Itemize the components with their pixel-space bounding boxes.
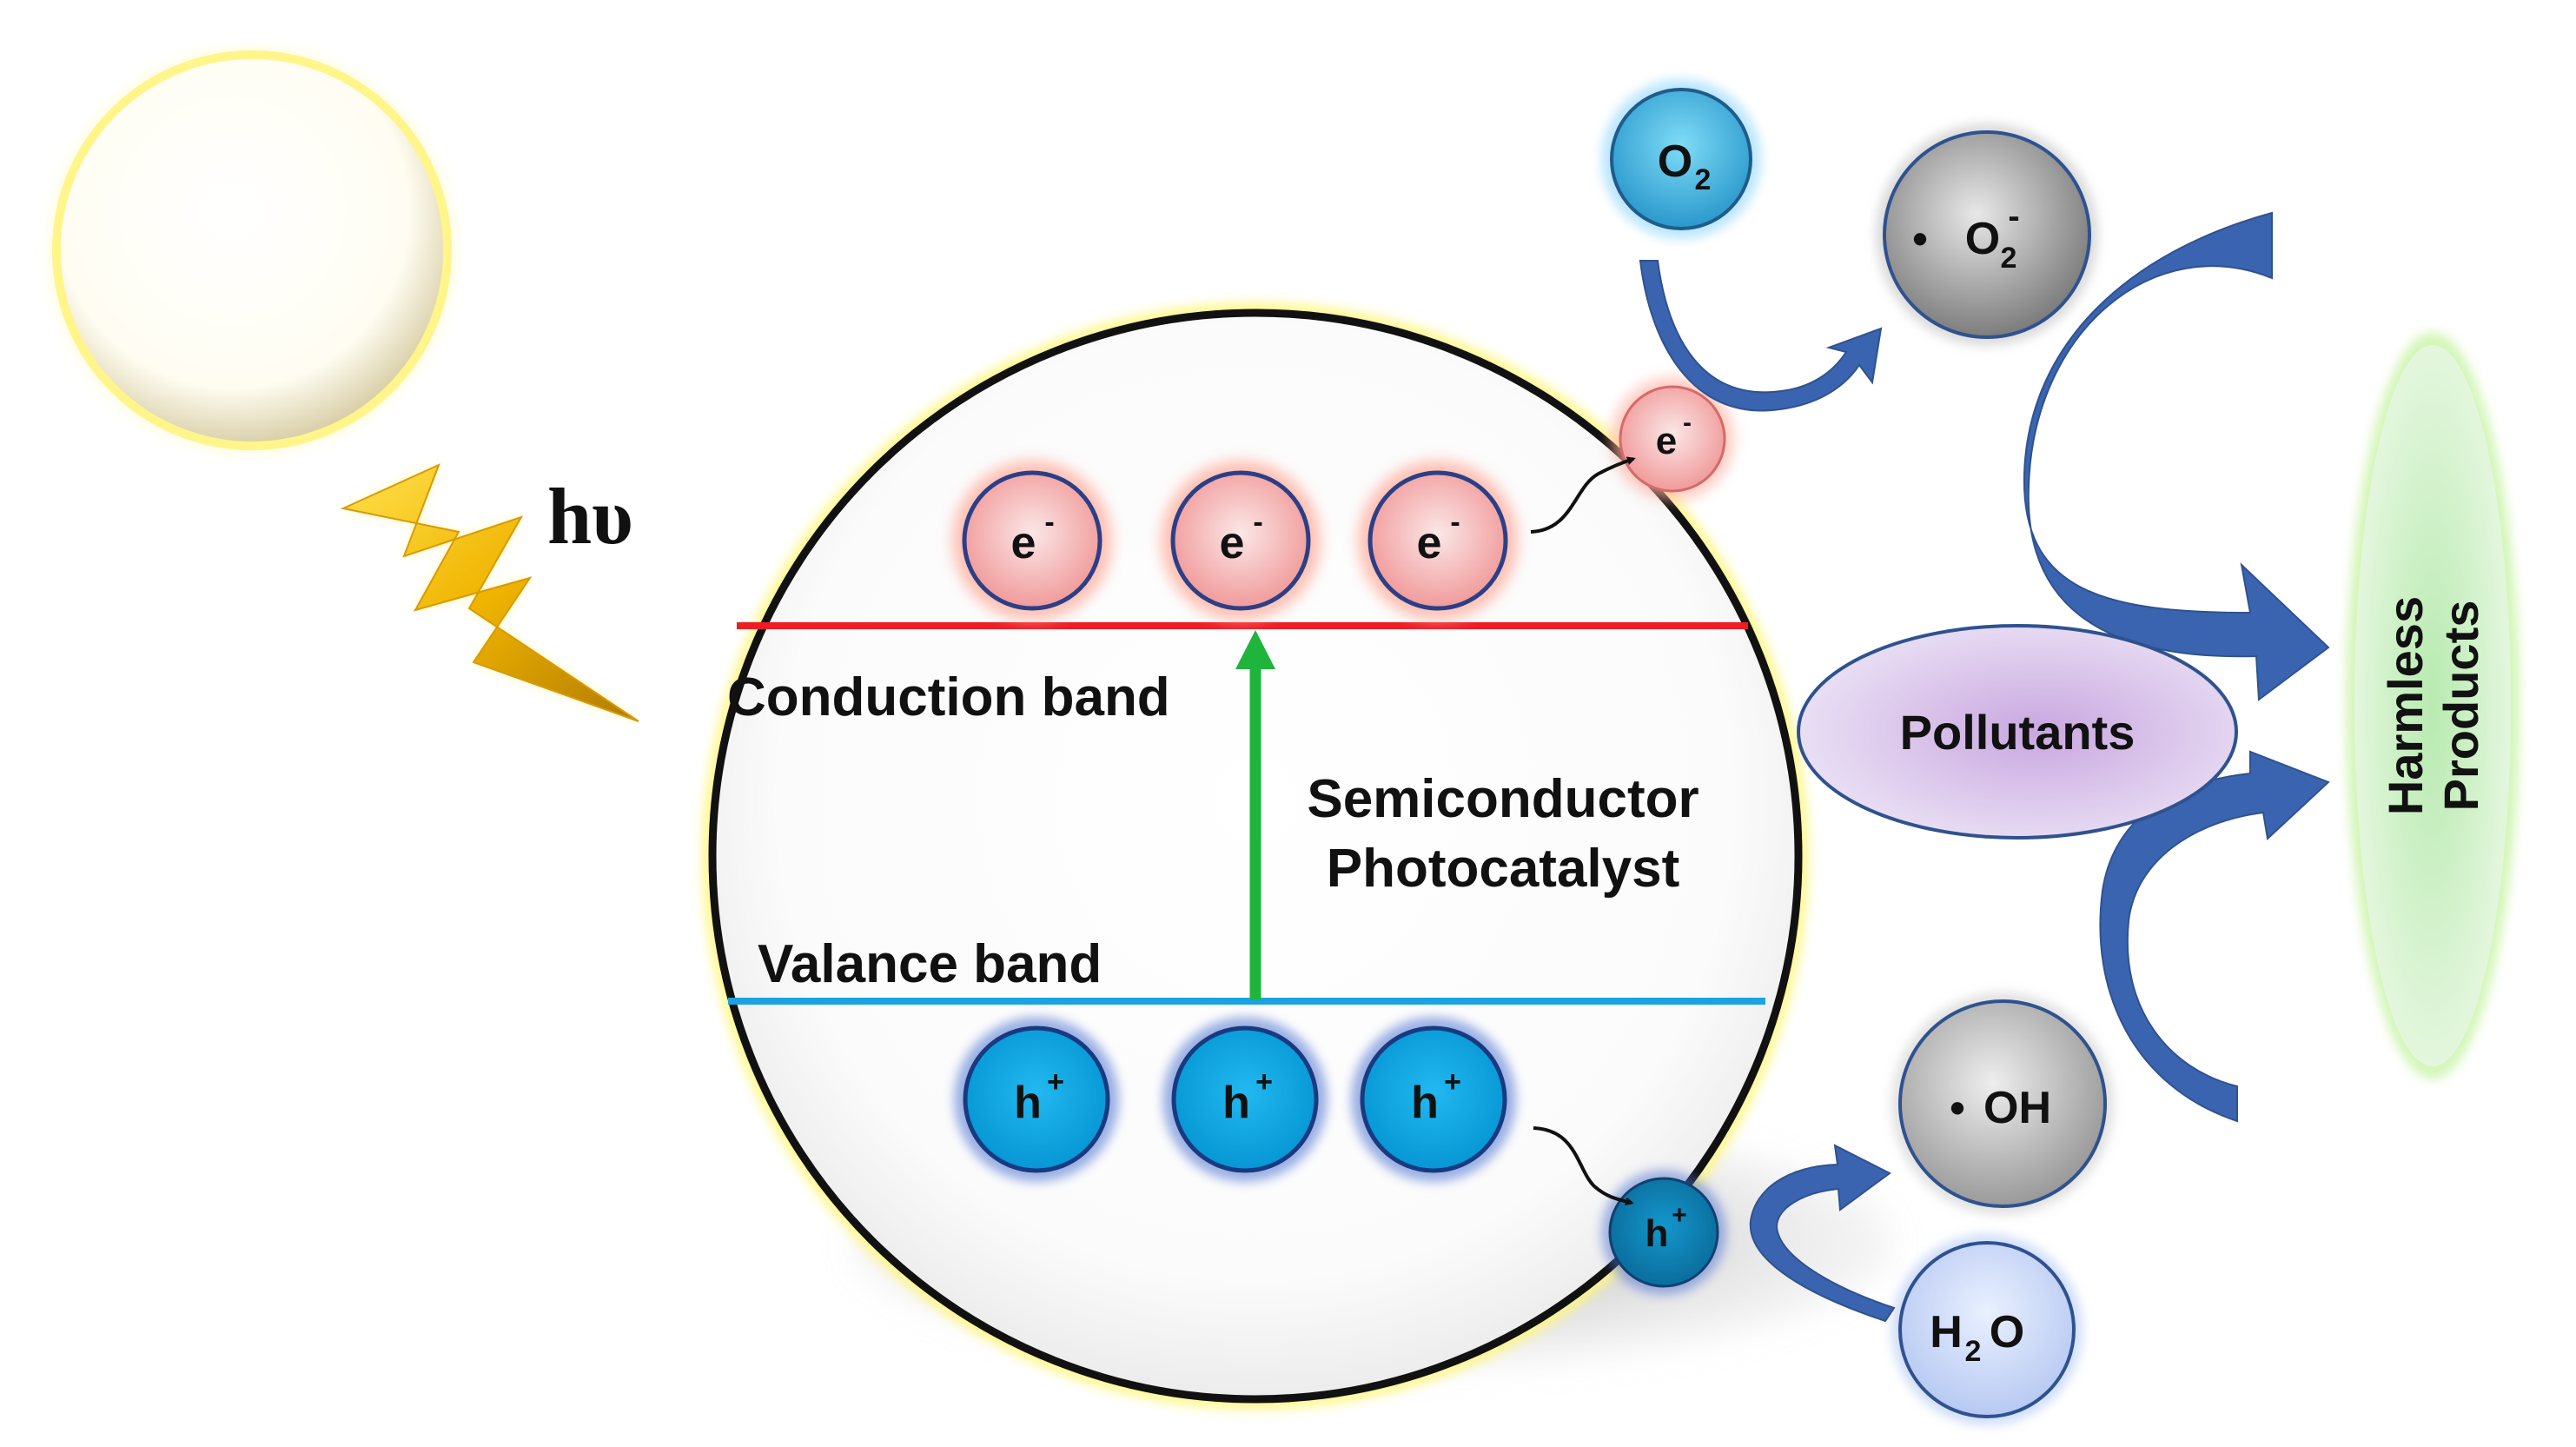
hole-1: h + (954, 1017, 1119, 1182)
svg-text:h: h (1411, 1078, 1439, 1128)
electron-2: e - (1161, 461, 1321, 621)
hydroxyl-radical: • OH (1891, 992, 2114, 1215)
harmless-products-ellipse: Harmless Products (2346, 332, 2520, 1079)
hole-2: h + (1162, 1017, 1328, 1182)
valance-band-label: Valance band (758, 934, 1102, 994)
svg-text:Products: Products (2434, 601, 2488, 812)
svg-text:e: e (1417, 518, 1442, 568)
svg-text:-: - (1450, 506, 1460, 539)
surface-hole: h + (1601, 1170, 1726, 1295)
oxygen-reduction-arrow (1639, 260, 1883, 412)
svg-text:e: e (1656, 420, 1677, 462)
svg-text:e: e (1220, 518, 1245, 568)
surface-electron: e - (1612, 378, 1733, 500)
superoxide-to-products-arrow (2023, 211, 2330, 701)
svg-text:h: h (1014, 1078, 1042, 1128)
svg-text:O: O (1658, 136, 1692, 187)
svg-text:2: 2 (1965, 1335, 1982, 1368)
hole-3: h + (1351, 1017, 1516, 1182)
svg-text:Harmless: Harmless (2378, 596, 2433, 815)
light-energy-label: hυ (547, 472, 633, 561)
electron-3: e - (1358, 461, 1518, 621)
svg-text:+: + (1255, 1065, 1273, 1099)
svg-text:h: h (1646, 1212, 1669, 1255)
lightning-bolt-icon (340, 463, 639, 722)
water-oxidation-arrow (1749, 1144, 1896, 1323)
electron-transfer-arrow (1530, 456, 1636, 534)
conduction-band-label: Conduction band (727, 667, 1170, 727)
semiconductor-name-line1: Semiconductor (1307, 769, 1699, 829)
svg-text:2: 2 (1695, 163, 1712, 196)
svg-text:-: - (1683, 408, 1692, 437)
electron-1: e - (952, 461, 1112, 621)
svg-text:+: + (1672, 1201, 1687, 1230)
svg-text:+: + (1047, 1065, 1064, 1099)
svg-text:h: h (1222, 1078, 1250, 1128)
excitation-arrow (1235, 630, 1275, 999)
superoxide-radical: • O 2 - (1876, 123, 2098, 346)
svg-text:-: - (1253, 506, 1262, 539)
svg-text:-: - (2008, 197, 2019, 236)
svg-text:2: 2 (2001, 242, 2017, 275)
semiconductor-name-line2: Photocatalyst (1327, 839, 1680, 899)
svg-text:e: e (1011, 518, 1036, 568)
hydroxyl-to-products-arrow (2099, 750, 2330, 1123)
svg-text:OH: OH (1983, 1083, 2051, 1133)
water-molecule: H 2 O (1891, 1234, 2083, 1425)
svg-text:•: • (1950, 1084, 1965, 1132)
svg-text:•: • (1912, 215, 1928, 263)
oxygen-molecule: O 2 (1601, 79, 1761, 239)
svg-text:+: + (1444, 1065, 1461, 1099)
sun (43, 42, 460, 459)
svg-text:Pollutants: Pollutants (1900, 705, 2136, 760)
svg-text:-: - (1044, 506, 1054, 539)
svg-text:O: O (1990, 1307, 2024, 1357)
svg-text:O: O (1965, 214, 2000, 264)
svg-text:H: H (1930, 1307, 1963, 1357)
hole-transfer-arrow (1533, 1126, 1634, 1206)
pollutants-ellipse: Pollutants (1797, 624, 2238, 840)
